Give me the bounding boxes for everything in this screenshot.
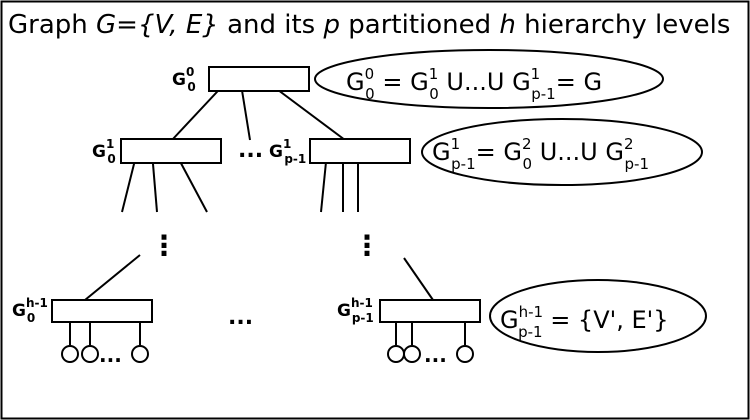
ellipsis-vertical-left: ⋮ <box>150 229 178 262</box>
edge-to-leaf-first <box>84 254 141 301</box>
oval-eq2 <box>421 118 703 186</box>
leaf2-node-3 <box>456 345 474 363</box>
node-boxes <box>51 66 481 363</box>
ellipsis-marks: ... ⋮ ⋮ ... ... ... <box>99 138 447 367</box>
ellipsis-leaf1-nodes: ... <box>99 343 122 367</box>
title: Graph G={V, E} and its p partitioned h h… <box>8 10 730 40</box>
leaf1-node-3 <box>131 345 149 363</box>
ellipsis-level1: ... <box>238 138 263 163</box>
oval-eq3 <box>489 279 707 353</box>
oval-eq1 <box>314 49 664 109</box>
leaf1-node-1 <box>61 345 79 363</box>
ellipsis-leaf2-nodes: ... <box>424 343 447 367</box>
box-level1-last <box>309 138 411 164</box>
leaf2-node-1 <box>387 345 405 363</box>
ellipsis-vertical-right: ⋮ <box>353 229 381 262</box>
box-leaf-last <box>379 299 481 323</box>
leaf1-node-2 <box>81 345 99 363</box>
box-leaf-first <box>51 299 153 323</box>
box-root <box>208 66 310 92</box>
leaf2-node-2 <box>403 345 421 363</box>
equation-ovals <box>314 49 707 353</box>
edge-to-leaf-last <box>403 257 434 301</box>
box-level1-first <box>120 138 222 164</box>
ellipsis-leaf-level: ... <box>228 305 253 330</box>
